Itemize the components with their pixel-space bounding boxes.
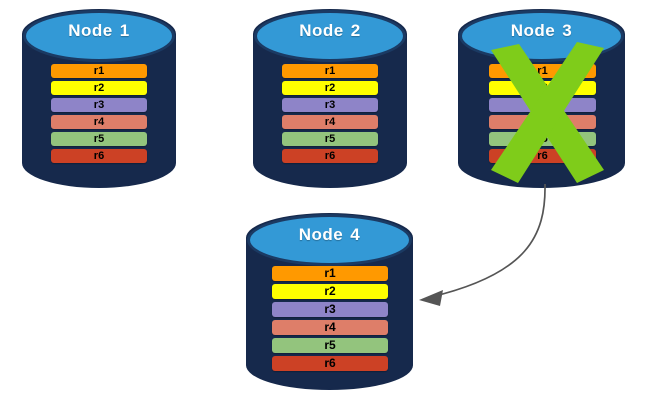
node-1[interactable]: Node 1 r1 r2 r3 r4 r5 r6 [22,9,176,188]
node-2-number: 2 [350,21,361,40]
node-2-row-r5[interactable]: r5 [282,132,378,146]
node-2-row-r1[interactable]: r1 [282,64,378,78]
node-2-row-r2[interactable]: r2 [282,81,378,95]
node-4-row-r2[interactable]: r2 [272,284,388,299]
node-4-row-r1[interactable]: r1 [272,266,388,281]
arrow-head-icon [419,290,443,306]
node-1-number: 1 [119,21,130,40]
node-3-row-r5[interactable]: r5 [489,132,596,146]
node-1-title: Node 1 [22,21,176,41]
node-1-row-r3[interactable]: r3 [51,98,147,112]
node-4-row-r6[interactable]: r6 [272,356,388,371]
node-2-row-r3[interactable]: r3 [282,98,378,112]
node-1-row-r1[interactable]: r1 [51,64,147,78]
node-3-row-r1[interactable]: r1 [489,64,596,78]
node-1-row-r6[interactable]: r6 [51,149,147,163]
node-3-number: 3 [562,21,573,40]
node-3-rows: r1 r2 r3 r4 r5 r6 [489,64,596,163]
node-2-cylinder-top [254,10,406,62]
node-3-row-r4[interactable]: r4 [489,115,596,129]
node-3-label: Node [510,21,556,40]
node-4-row-r5[interactable]: r5 [272,338,388,353]
node-3[interactable]: Node 3 r1 r2 r3 r4 r5 r6 [458,9,625,188]
node-2-row-r6[interactable]: r6 [282,149,378,163]
node-4-row-r3[interactable]: r3 [272,302,388,317]
node-4-cylinder-top [247,214,412,266]
node-2-title: Node 2 [253,21,407,41]
arrow-curve [430,183,546,298]
node-2-rows: r1 r2 r3 r4 r5 r6 [282,64,378,163]
node-3-title: Node 3 [458,21,625,41]
node-1-rows: r1 r2 r3 r4 r5 r6 [51,64,147,163]
node-3-row-r3[interactable]: r3 [489,98,596,112]
node-1-label: Node [68,21,113,40]
node-1-row-r5[interactable]: r5 [51,132,147,146]
node-2[interactable]: Node 2 r1 r2 r3 r4 r5 r6 [253,9,407,188]
node-1-row-r2[interactable]: r2 [51,81,147,95]
node-1-cylinder-top [23,10,175,62]
node-2-row-r4[interactable]: r4 [282,115,378,129]
transfer-arrow-node3-to-node4 [419,183,546,306]
node-3-row-r2[interactable]: r2 [489,81,596,95]
node-4-number: 4 [350,225,361,244]
node-4[interactable]: Node 4 r1 r2 r3 r4 r5 r6 [246,213,413,390]
node-4-rows: r1 r2 r3 r4 r5 r6 [272,266,388,371]
node-4-label: Node [298,225,344,244]
node-2-label: Node [299,21,344,40]
node-3-row-r6[interactable]: r6 [489,149,596,163]
node-4-title: Node 4 [246,225,413,245]
node-1-row-r4[interactable]: r4 [51,115,147,129]
node-4-row-r4[interactable]: r4 [272,320,388,335]
